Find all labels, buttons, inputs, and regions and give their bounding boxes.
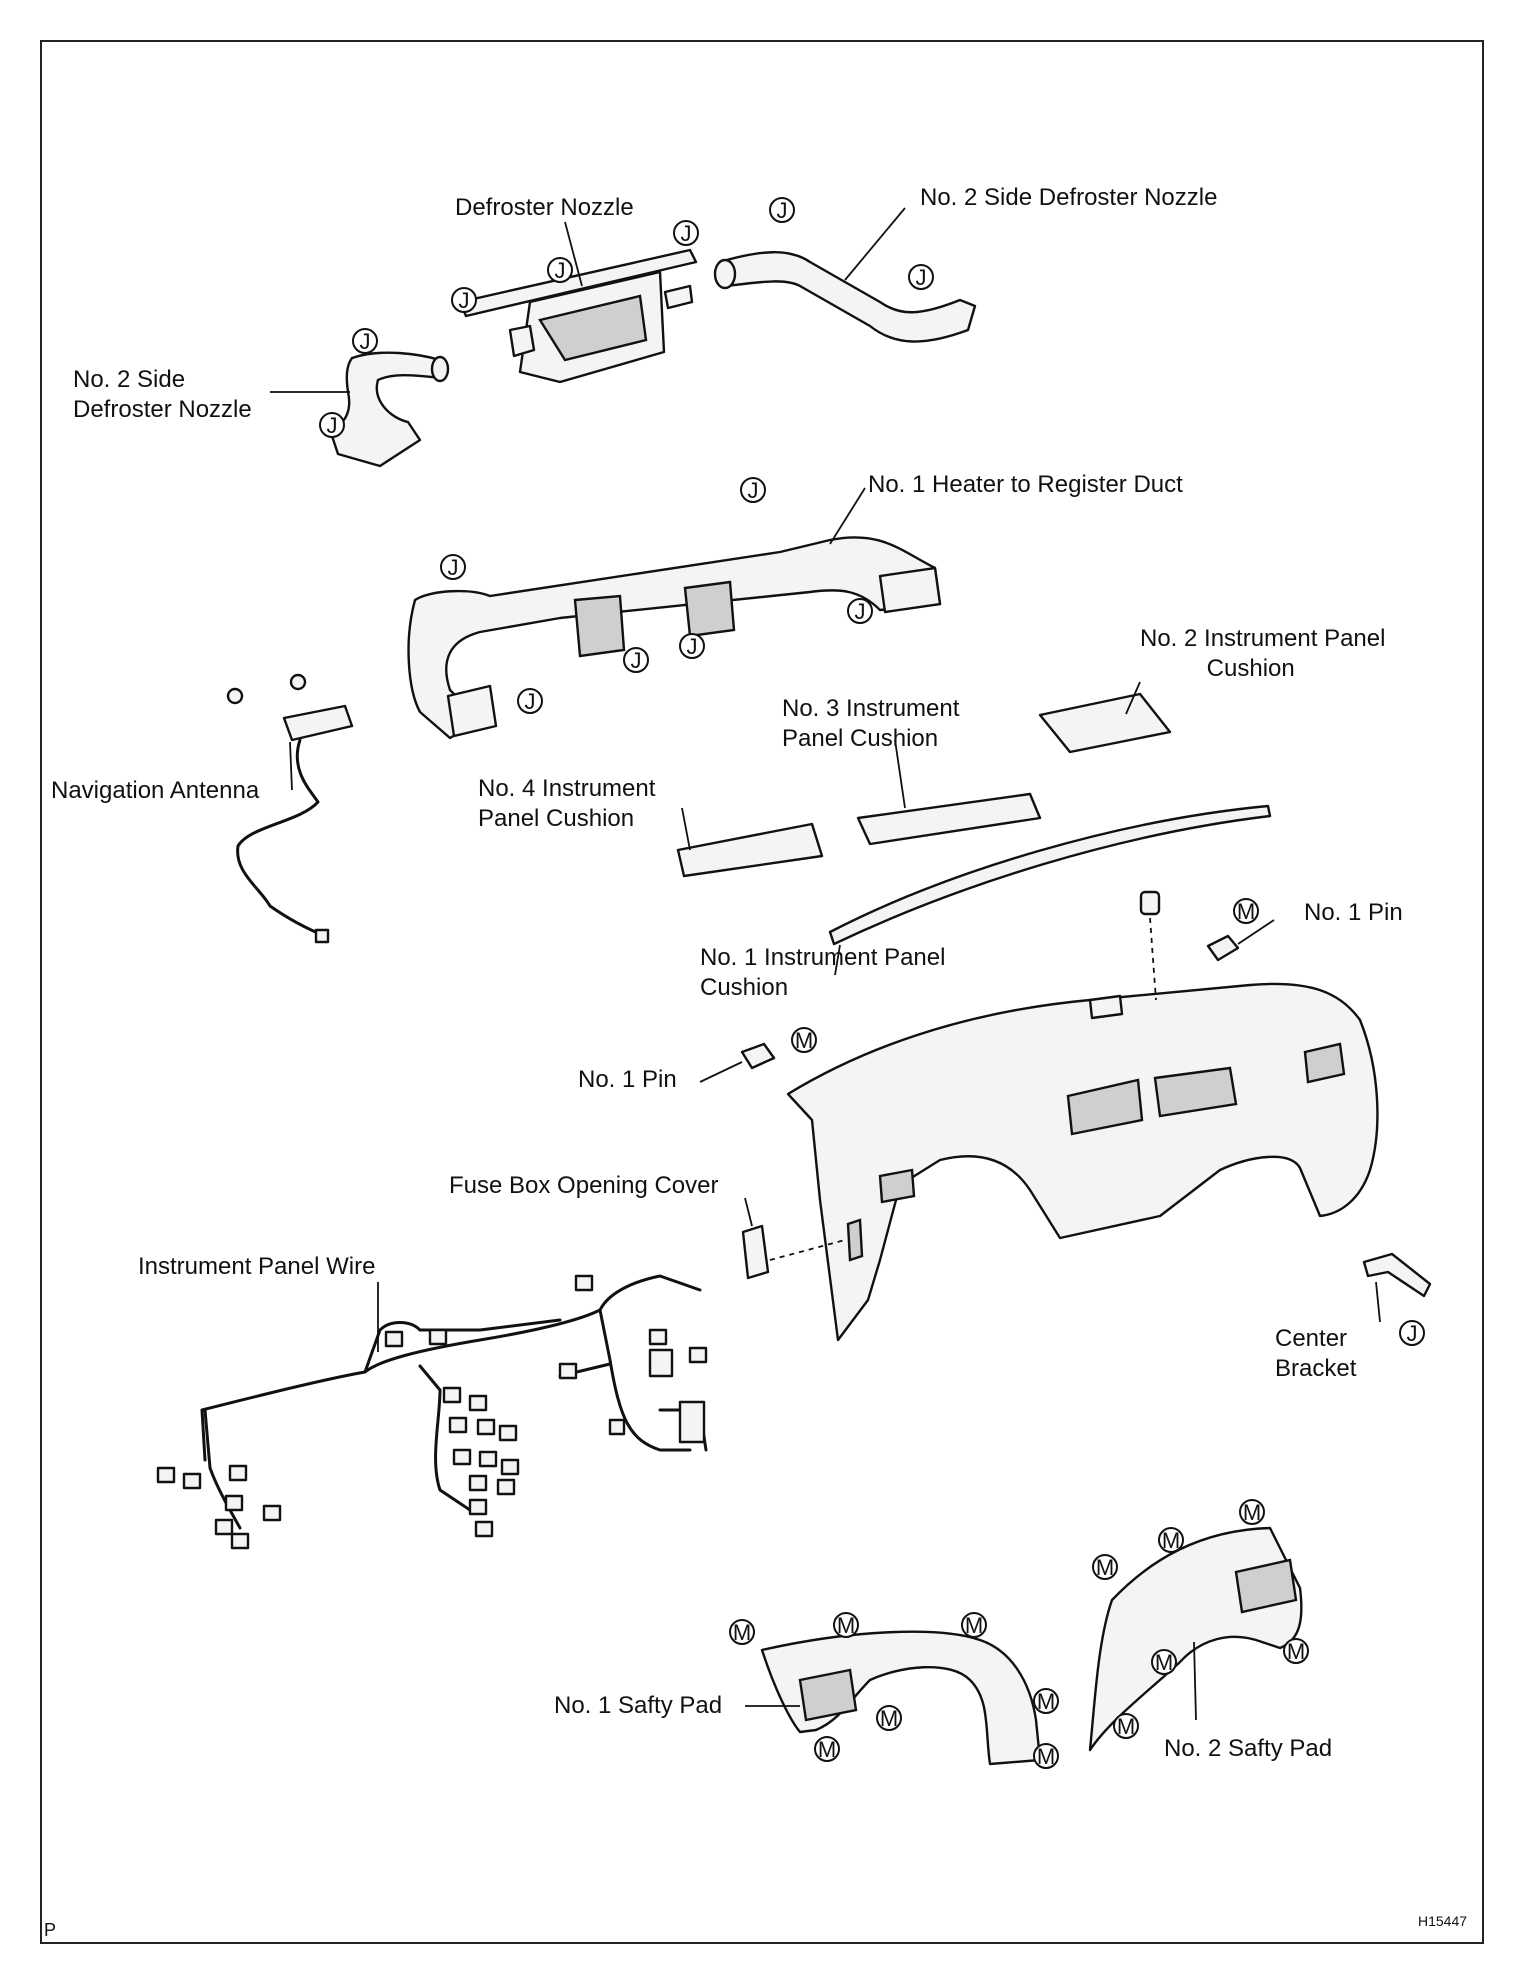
fuse-box-opening-cover-part [741, 1197, 846, 1280]
defroster-nozzle-part [458, 221, 698, 384]
callout-m-marker [1092, 1554, 1118, 1581]
instrument-panel-cushion-1-label: No. 1 Instrument Panel Cushion [700, 944, 946, 1001]
page-mark: P [44, 1920, 57, 1940]
instrument-panel-cushions-part [676, 681, 1272, 976]
callout-j-marker [847, 598, 873, 625]
callout-j-marker [547, 257, 573, 284]
callout-m-marker [1283, 1638, 1309, 1665]
instrument-panel-cushion-2-label: No. 2 Instrument Panel Cushion [1140, 625, 1386, 682]
callout-m-marker [1113, 1713, 1139, 1740]
callout-m-marker [961, 1612, 987, 1639]
instrument-panel-wire-label: Instrument Panel Wire [138, 1253, 376, 1280]
pin-left-label: No. 1 Pin [578, 1066, 677, 1093]
callout-j-marker [440, 554, 466, 581]
callout-m-marker [1239, 1499, 1265, 1526]
safty-pad-2-label: No. 2 Safty Pad [1164, 1735, 1333, 1762]
callout-m-marker [1033, 1688, 1059, 1715]
heater-to-register-duct-part [407, 487, 942, 740]
callout-j-marker [623, 647, 649, 674]
navigation-antenna-label: Navigation Antenna [51, 777, 260, 804]
instrument-panel-cushion-4-label: No. 4 Instrument Panel Cushion [478, 775, 656, 832]
side-defroster-nozzle-right-label: No. 2 Side Defroster Nozzle [920, 184, 1218, 211]
callout-j-marker [1399, 1320, 1425, 1347]
figure-id: H15447 [1418, 1913, 1468, 1929]
instrument-panel-cushion-3-label: No. 3 Instrument Panel Cushion [782, 695, 960, 752]
pin-right-label: No. 1 Pin [1304, 899, 1403, 926]
callout-m-marker [814, 1736, 840, 1763]
callout-j-marker [673, 220, 699, 247]
fuse-box-opening-cover-label: Fuse Box Opening Cover [449, 1172, 719, 1199]
callout-j-marker [679, 633, 705, 660]
navigation-antenna-part [226, 673, 354, 944]
safty-pad-2-part [1088, 1526, 1303, 1752]
defroster-nozzle-label: Defroster Nozzle [455, 194, 634, 221]
center-bracket-part [1362, 1252, 1432, 1323]
side-defroster-nozzle-left-part [270, 351, 450, 468]
instrument-panel-wire-part [156, 1274, 708, 1550]
callout-j-marker [769, 197, 795, 224]
callout-j-marker [908, 264, 934, 291]
callout-j-marker [517, 688, 543, 715]
heater-to-register-duct-label: No. 1 Heater to Register Duct [868, 471, 1183, 498]
pin-right-part [1139, 890, 1275, 962]
callout-j-marker [451, 287, 477, 314]
safty-pad-1-part [745, 1630, 1042, 1766]
callout-j-marker [352, 328, 378, 355]
callout-m-marker [876, 1705, 902, 1732]
callout-m-marker [1233, 898, 1259, 925]
callout-j-marker [319, 412, 345, 439]
diagram-frame [40, 40, 1484, 1944]
pin-left-part [699, 1042, 776, 1083]
instrument-panel-part [786, 917, 1379, 1342]
callout-m-marker [1158, 1527, 1184, 1554]
callout-m-marker [1033, 1743, 1059, 1770]
callout-j-marker [740, 477, 766, 504]
side-defroster-nozzle-right-part [713, 207, 977, 343]
callout-m-marker [1151, 1649, 1177, 1676]
center-bracket-label: Center Bracket [1275, 1325, 1357, 1382]
side-defroster-nozzle-left-label: No. 2 Side Defroster Nozzle [73, 366, 252, 423]
callout-m-marker [791, 1027, 817, 1054]
callout-m-marker [729, 1619, 755, 1646]
safty-pad-1-label: No. 1 Safty Pad [554, 1692, 723, 1719]
callout-m-marker [833, 1612, 859, 1639]
